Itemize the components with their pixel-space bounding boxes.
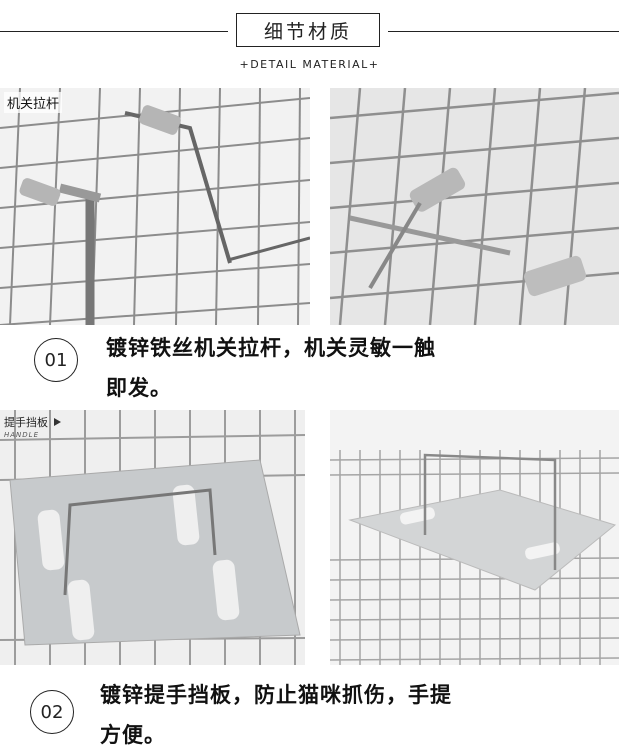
caption-handle-plate-line1: 镀锌提手挡板，防止猫咪抓伤，手提 [100, 683, 452, 707]
caption-handle-plate: 镀锌提手挡板，防止猫咪抓伤，手提 方便。 [100, 675, 452, 755]
handle-tag-cn-label: 提手挡板 [4, 416, 48, 429]
header-title: 细节材质 [236, 13, 380, 47]
caption-handle-plate-line2: 方便。 [100, 723, 166, 747]
step-number-01: 01 [34, 338, 78, 382]
header-right-rule [388, 31, 619, 32]
header-subtitle: +DETAIL MATERIAL+ [239, 58, 380, 71]
handle-plate-photo-left: 提手挡板 HANDLE [0, 410, 305, 665]
handle-tag-en: HANDLE [4, 431, 40, 439]
trigger-rod-photo-right [330, 88, 619, 325]
section-header: 细节材质 +DETAIL MATERIAL+ [0, 0, 619, 80]
caption-trigger-rod-line1: 镀锌铁丝机关拉杆，机关灵敏一触 [106, 336, 436, 360]
caption-trigger-rod: 镀锌铁丝机关拉杆，机关灵敏一触 即发。 [106, 328, 436, 408]
arrow-right-icon [54, 418, 61, 426]
trigger-rod-tag: 机关拉杆 [4, 92, 63, 113]
header-left-rule [0, 31, 228, 32]
trigger-rod-photo-left: 机关拉杆 [0, 88, 310, 325]
step-number-02: 02 [30, 690, 74, 734]
handle-plate-photo-right [330, 410, 619, 665]
caption-trigger-rod-line2: 即发。 [106, 376, 172, 400]
handle-tag-cn: 提手挡板 [4, 414, 61, 430]
handle-tag: 提手挡板 HANDLE [4, 414, 61, 439]
